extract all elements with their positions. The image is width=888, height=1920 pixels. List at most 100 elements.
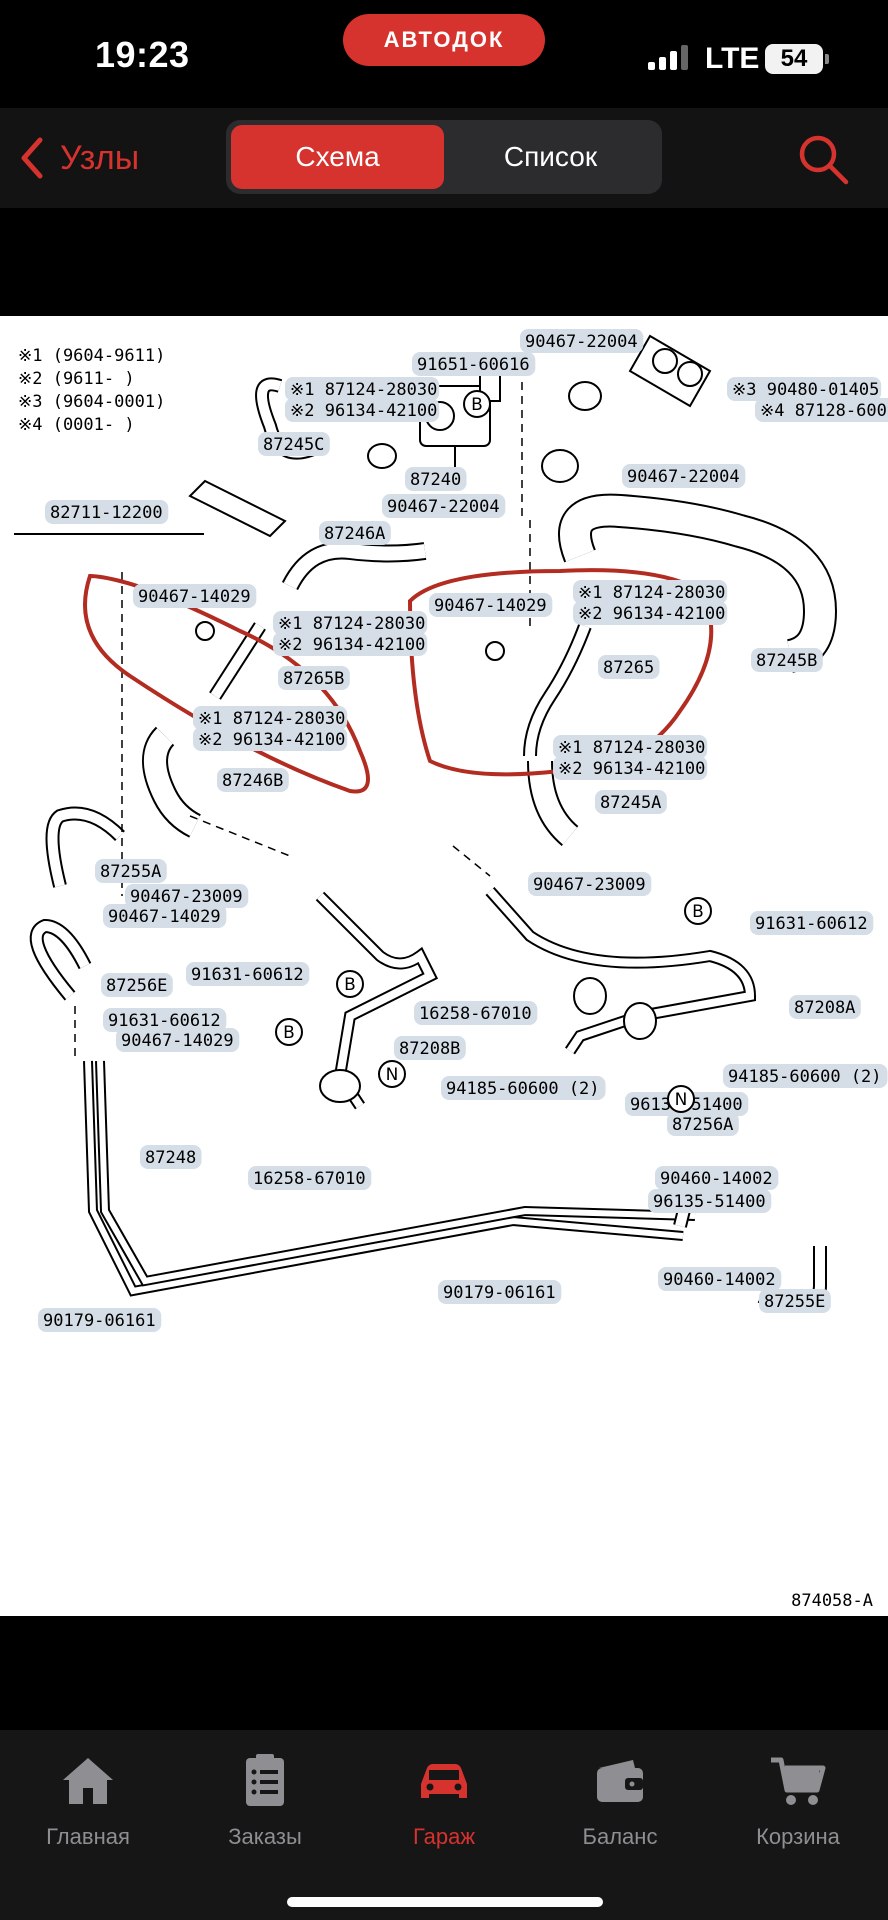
part-number: 90467-22004 (627, 467, 740, 487)
part-label[interactable]: 87256A (667, 1112, 739, 1136)
part-label[interactable]: ※2 96134-42100 (273, 632, 428, 656)
part-label-bg (438, 1280, 562, 1304)
part-label[interactable]: 90467-22004 (622, 464, 746, 488)
part-label[interactable]: 87255A (95, 859, 167, 883)
part-label-bg (598, 655, 660, 679)
part-label[interactable]: ※2 96134-42100 (553, 756, 708, 780)
part-label[interactable]: 87256E (101, 973, 173, 997)
part-label[interactable]: 87265 (598, 655, 660, 679)
part-label[interactable]: ※3 90480-01405 (727, 377, 882, 401)
part-label[interactable]: 91631-60612 (186, 962, 310, 986)
part-label[interactable]: 90467-14029 (116, 1028, 240, 1052)
part-label[interactable]: 90467-23009 (125, 884, 249, 908)
part-label[interactable]: ※1 87124-28030 (553, 735, 708, 759)
ref-mark: N (386, 1065, 399, 1085)
part-number: 87245A (600, 793, 661, 813)
part-label[interactable]: ※1 87124-28030 (285, 377, 440, 401)
part-label[interactable]: 90467-23009 (528, 872, 652, 896)
part-label[interactable]: 94185-60600 (2) (441, 1076, 606, 1100)
part-label[interactable]: ※2 96134-42100 (193, 727, 348, 751)
part-number: 90467-22004 (525, 332, 638, 352)
part-label[interactable]: 82711-12200 (45, 500, 169, 524)
part-number: 90179-06161 (443, 1283, 556, 1303)
part-label[interactable]: 87246A (319, 521, 391, 545)
part-label-bg (573, 580, 728, 604)
part-label[interactable]: 87208B (394, 1036, 466, 1060)
part-label[interactable]: ※1 87124-28030 (573, 580, 728, 604)
part-label[interactable]: ※1 87124-28030 (193, 706, 348, 730)
part-label[interactable]: 91651-60616 (412, 352, 536, 376)
wallet-icon (597, 1760, 643, 1802)
network-label: LTE (705, 42, 760, 75)
part-label[interactable]: 96135-51400 (648, 1189, 772, 1213)
tab-balance[interactable]: Баланс (545, 1750, 695, 1850)
part-label[interactable]: 87248 (140, 1145, 202, 1169)
tab-orders[interactable]: Заказы (190, 1750, 340, 1850)
segment-list[interactable]: Список (503, 141, 598, 172)
part-label[interactable]: 91631-60612 (103, 1008, 227, 1032)
part-number: ※1 87124-28030 (290, 380, 437, 400)
back-button[interactable]: Узлы (18, 136, 139, 180)
part-label[interactable]: 90467-14029 (429, 593, 553, 617)
part-label-bg (667, 1112, 739, 1136)
ref-mark: N (675, 1090, 688, 1110)
part-number: 87248 (145, 1148, 196, 1168)
ref-mark-circle (336, 970, 364, 998)
part-number: 87255A (100, 862, 161, 882)
part-label[interactable]: 90179-06161 (438, 1280, 562, 1304)
part-label[interactable]: 90467-22004 (382, 494, 506, 518)
part-label[interactable]: 87255E (759, 1289, 831, 1313)
car-icon (421, 1764, 467, 1798)
part-number: ※1 87124-28030 (558, 738, 705, 758)
part-label[interactable]: 90460-14002 (655, 1166, 779, 1190)
tab-cart[interactable]: Корзина (723, 1750, 873, 1850)
part-label-bg (553, 735, 708, 759)
part-label[interactable]: 94185-60600 (2) (723, 1064, 888, 1088)
part-label[interactable]: 87245C (258, 432, 330, 456)
part-number: 87255E (764, 1292, 825, 1312)
segment-scheme[interactable]: Схема (231, 125, 444, 189)
part-label-bg (405, 467, 467, 491)
part-number: ※2 96134-42100 (558, 759, 705, 779)
part-label[interactable]: 90467-22004 (520, 329, 644, 353)
part-label[interactable]: 87245A (595, 790, 667, 814)
tab-home[interactable]: Главная (13, 1750, 163, 1850)
part-label[interactable]: ※2 96134-42100 (573, 601, 728, 625)
part-label[interactable]: 91631-60612 (750, 911, 874, 935)
part-label[interactable]: 16258-67010 (248, 1166, 372, 1190)
tab-home-label: Главная (46, 1824, 130, 1849)
part-label[interactable]: 87240 (405, 467, 467, 491)
part-label[interactable]: 87265B (278, 666, 350, 690)
part-number: ※2 96134-42100 (198, 730, 345, 750)
part-label[interactable]: 90467-14029 (133, 584, 257, 608)
part-label[interactable]: 87245B (751, 648, 823, 672)
part-label-bg (382, 494, 506, 518)
part-label[interactable]: 87246B (217, 768, 289, 792)
search-icon[interactable] (796, 132, 850, 186)
part-label[interactable]: 90467-14029 (103, 904, 227, 928)
ref-mark: B (692, 902, 704, 922)
part-label[interactable]: 90179-06161 (38, 1308, 162, 1332)
part-number: ※4 87128-60090 (760, 401, 888, 421)
part-label-bg (412, 352, 536, 376)
tab-cart-label: Корзина (756, 1824, 840, 1849)
part-label[interactable]: ※2 96134-42100 (285, 398, 440, 422)
part-label[interactable]: ※1 87124-28030 (273, 611, 428, 635)
part-label-bg (441, 1076, 606, 1100)
part-label[interactable]: 90460-14002 (658, 1267, 782, 1291)
part-label[interactable]: 87208A (789, 995, 861, 1019)
ref-mark: B (344, 975, 356, 995)
tab-garage[interactable]: Гараж (369, 1750, 519, 1850)
part-number: 96135-51400 (653, 1192, 766, 1212)
part-label-bg (648, 1189, 772, 1213)
part-label[interactable]: ※4 87128-60090 (755, 398, 888, 422)
chevron-left-icon (21, 137, 43, 179)
part-number: 87208B (399, 1039, 460, 1059)
part-number: ※1 87124-28030 (198, 709, 345, 729)
parts-diagram[interactable]: ※1 (9604-9611)※2 (9611- )※3 (9604-0001)※… (0, 316, 888, 1616)
status-time: 19:23 (95, 34, 190, 75)
part-label-bg (95, 859, 167, 883)
orders-icon (246, 1754, 284, 1806)
part-label[interactable]: 16258-67010 (414, 1001, 538, 1025)
